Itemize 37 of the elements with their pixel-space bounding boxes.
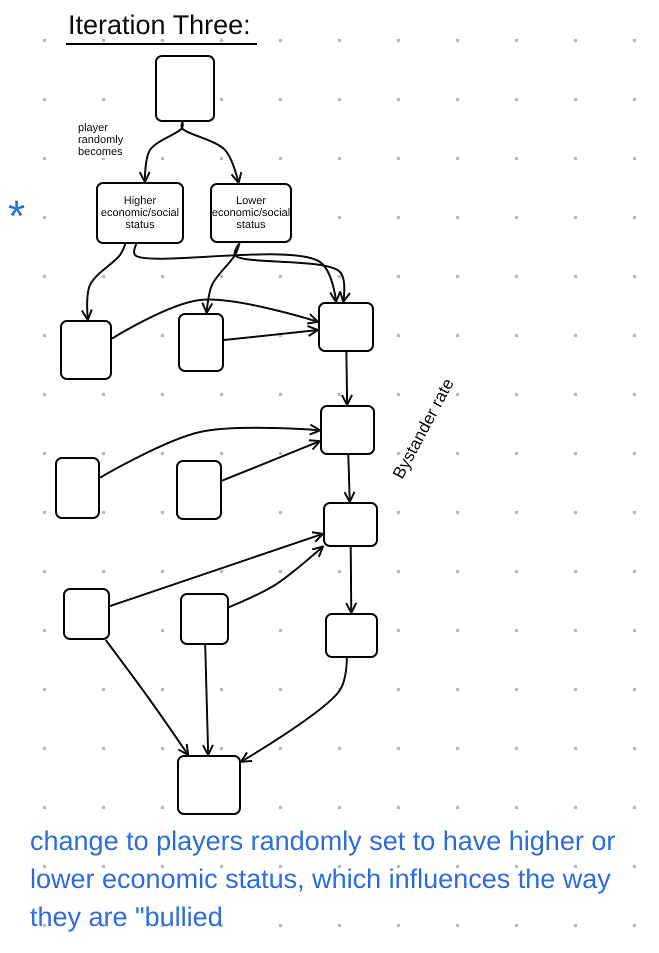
process-box <box>55 457 100 519</box>
arrow <box>234 242 351 303</box>
arrow <box>133 244 341 303</box>
process-box <box>180 593 229 645</box>
process-box <box>60 320 112 380</box>
arrow <box>80 244 126 321</box>
arrow <box>111 298 319 340</box>
process-box <box>210 183 292 243</box>
process-box <box>318 302 374 352</box>
process-box <box>320 405 375 455</box>
node-text: Higher economic/social status <box>100 194 180 233</box>
arrow <box>100 424 321 479</box>
process-box <box>325 613 378 658</box>
arrow <box>202 644 214 756</box>
arrow <box>201 242 241 314</box>
node-text: Lower economic/social status <box>210 194 292 233</box>
arrow <box>104 639 190 756</box>
asterisk-note: * <box>8 195 26 239</box>
arrow <box>222 439 321 482</box>
caption: change to players randomly set to have higher or lower economic status, which influences the way they are "bullied <box>30 825 616 934</box>
arrow <box>343 454 356 503</box>
process-box <box>176 460 222 520</box>
arrow <box>180 122 242 184</box>
arrow <box>228 546 324 608</box>
arrow <box>345 547 358 614</box>
arrow <box>110 531 324 607</box>
process-box <box>63 588 110 640</box>
process-box <box>96 182 184 244</box>
process-box <box>177 755 241 815</box>
process-box <box>155 55 215 122</box>
arrow <box>341 352 353 406</box>
arrow <box>240 658 348 763</box>
process-box <box>323 502 378 547</box>
arrow <box>224 325 319 342</box>
title: Iteration Three: <box>66 10 257 45</box>
process-box <box>178 313 224 372</box>
arrow <box>138 122 184 183</box>
